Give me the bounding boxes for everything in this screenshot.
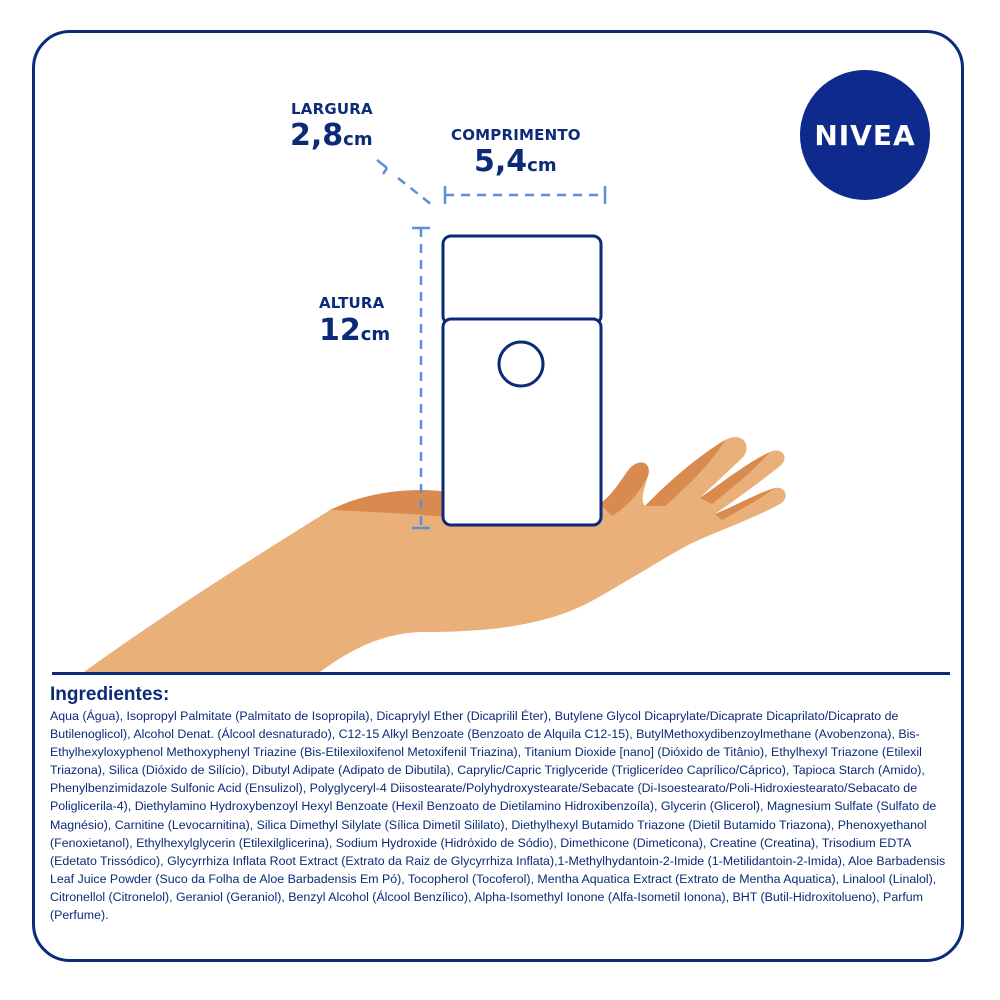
length-number: 5,4 (474, 144, 528, 179)
height-label: ALTURA (319, 294, 385, 312)
width-number: 2,8 (290, 118, 344, 153)
logo-text: NIVEA (814, 118, 916, 152)
length-unit: cm (527, 155, 557, 176)
ingredients-text: Aqua (Água), Isopropyl Palmitate (Palmit… (50, 709, 946, 923)
height-value: 12cm (319, 313, 390, 348)
ingredients-title: Ingredientes: (50, 684, 170, 705)
length-label: COMPRIMENTO (451, 126, 581, 144)
height-number: 12 (319, 313, 361, 348)
product-bottle-outline (441, 234, 603, 527)
nivea-logo: NIVEA (800, 70, 930, 200)
length-value: 5,4cm (474, 144, 557, 179)
dimension-guides (397, 177, 605, 528)
section-divider (52, 672, 950, 675)
height-unit: cm (360, 324, 391, 345)
width-unit: cm (343, 129, 373, 150)
width-guide-line (397, 177, 433, 206)
width-label: LARGURA (291, 100, 373, 118)
hand-illustration (84, 437, 786, 672)
width-value: 2,8cm (290, 118, 373, 153)
